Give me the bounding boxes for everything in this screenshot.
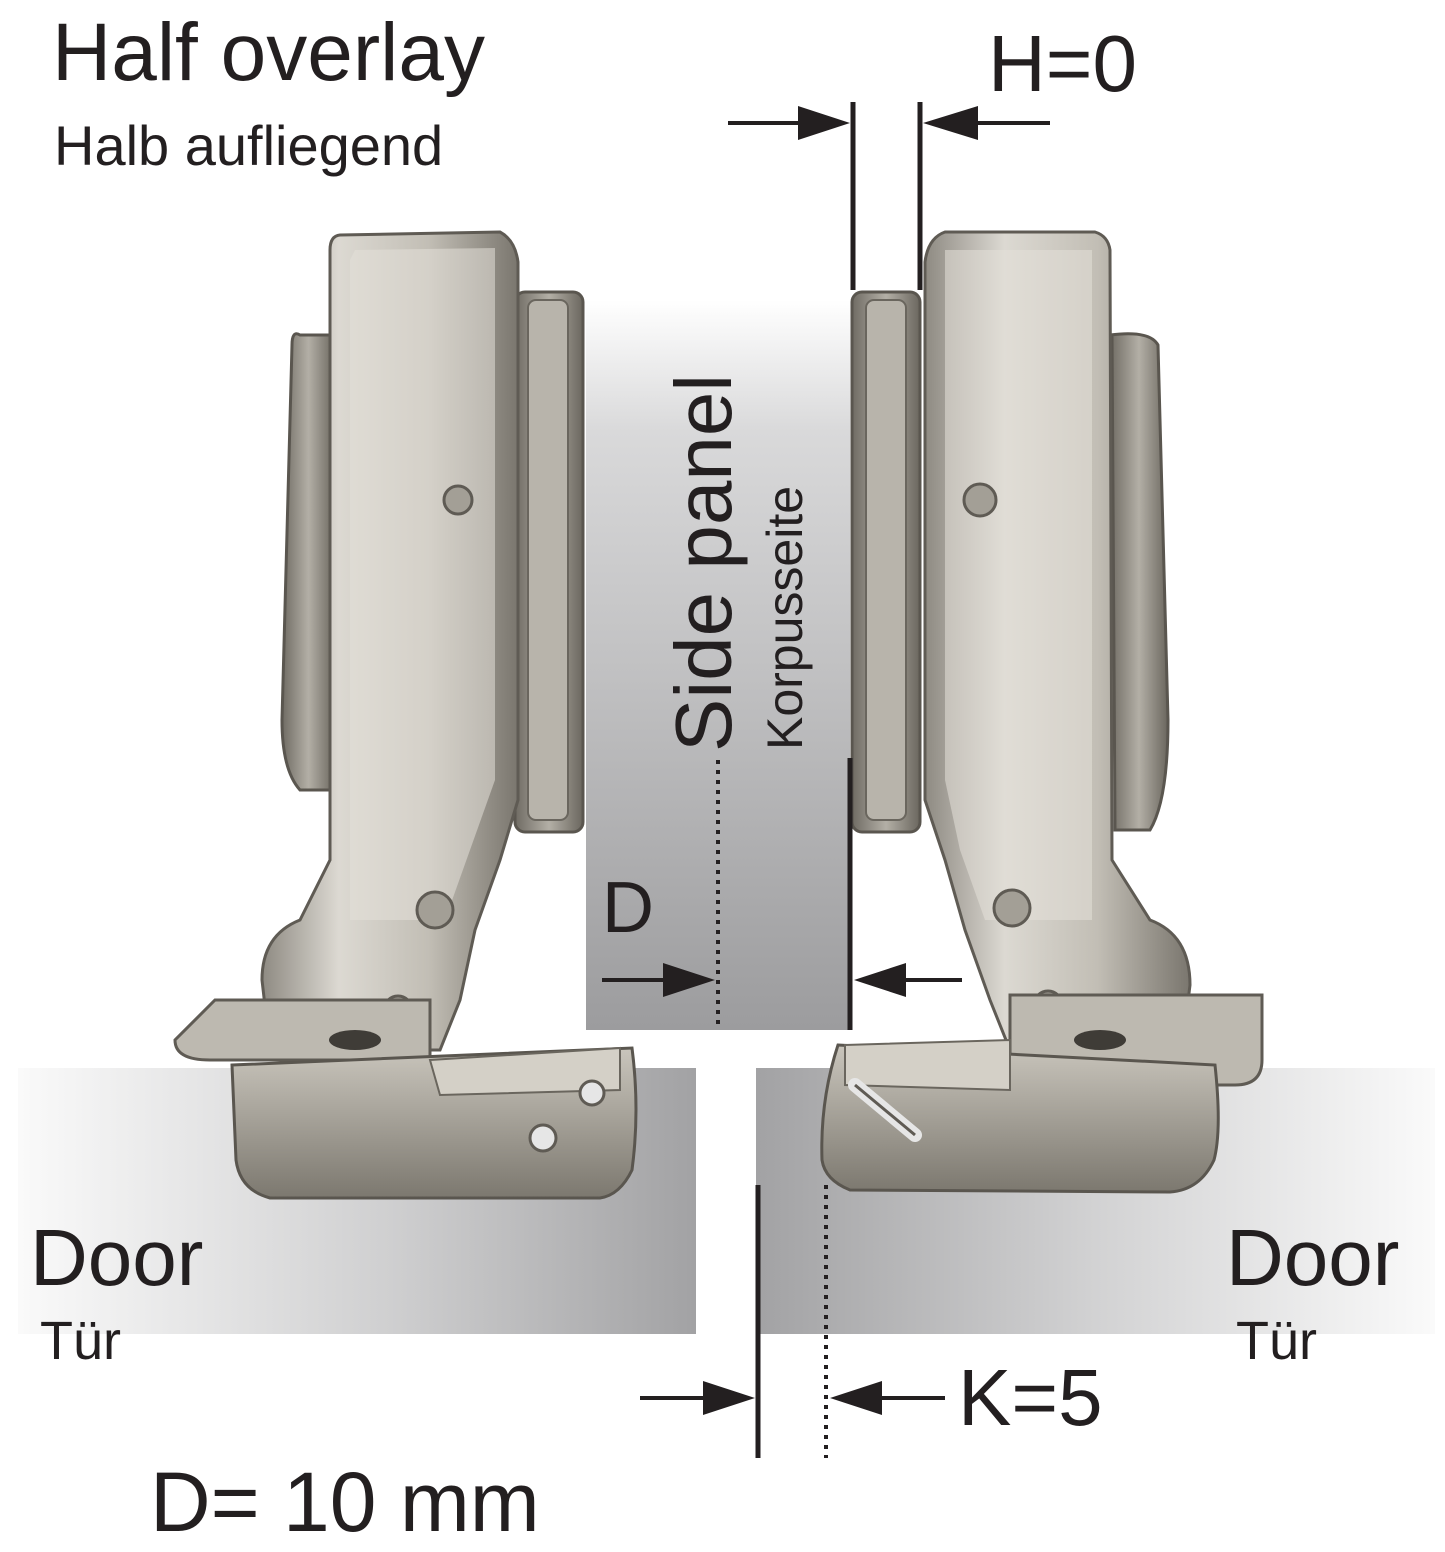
door-left-label: Door bbox=[30, 1213, 204, 1302]
arrow-right-icon bbox=[663, 963, 715, 997]
arrow-left-icon bbox=[830, 1381, 882, 1415]
door-right-label: Door bbox=[1226, 1213, 1400, 1302]
arrow-right-icon bbox=[798, 106, 850, 140]
arrow-left-icon bbox=[923, 106, 978, 140]
hinge-right-icon bbox=[820, 230, 1264, 1194]
arrow-right-icon bbox=[703, 1381, 755, 1415]
k-dimension-label: K=5 bbox=[958, 1353, 1103, 1442]
arrow-left-icon bbox=[854, 963, 906, 997]
d-value-label: D= 10 mm bbox=[150, 1455, 540, 1549]
dimension-h bbox=[728, 102, 1050, 290]
dimension-k bbox=[640, 1185, 945, 1458]
h-dimension-label: H=0 bbox=[988, 19, 1137, 108]
side-panel-sublabel: Korpusseite bbox=[757, 485, 813, 750]
door-right-sublabel: Tür bbox=[1236, 1311, 1317, 1371]
diagram-subtitle: Halb aufliegend bbox=[54, 114, 444, 177]
hinge-left-icon bbox=[173, 230, 638, 1200]
door-left-sublabel: Tür bbox=[40, 1311, 121, 1371]
d-dimension-letter: D bbox=[602, 868, 654, 948]
diagram-title: Half overlay bbox=[52, 7, 485, 98]
side-panel-body bbox=[586, 300, 850, 1030]
side-panel-label: Side panel bbox=[659, 373, 748, 752]
dimension-d bbox=[602, 758, 962, 1030]
